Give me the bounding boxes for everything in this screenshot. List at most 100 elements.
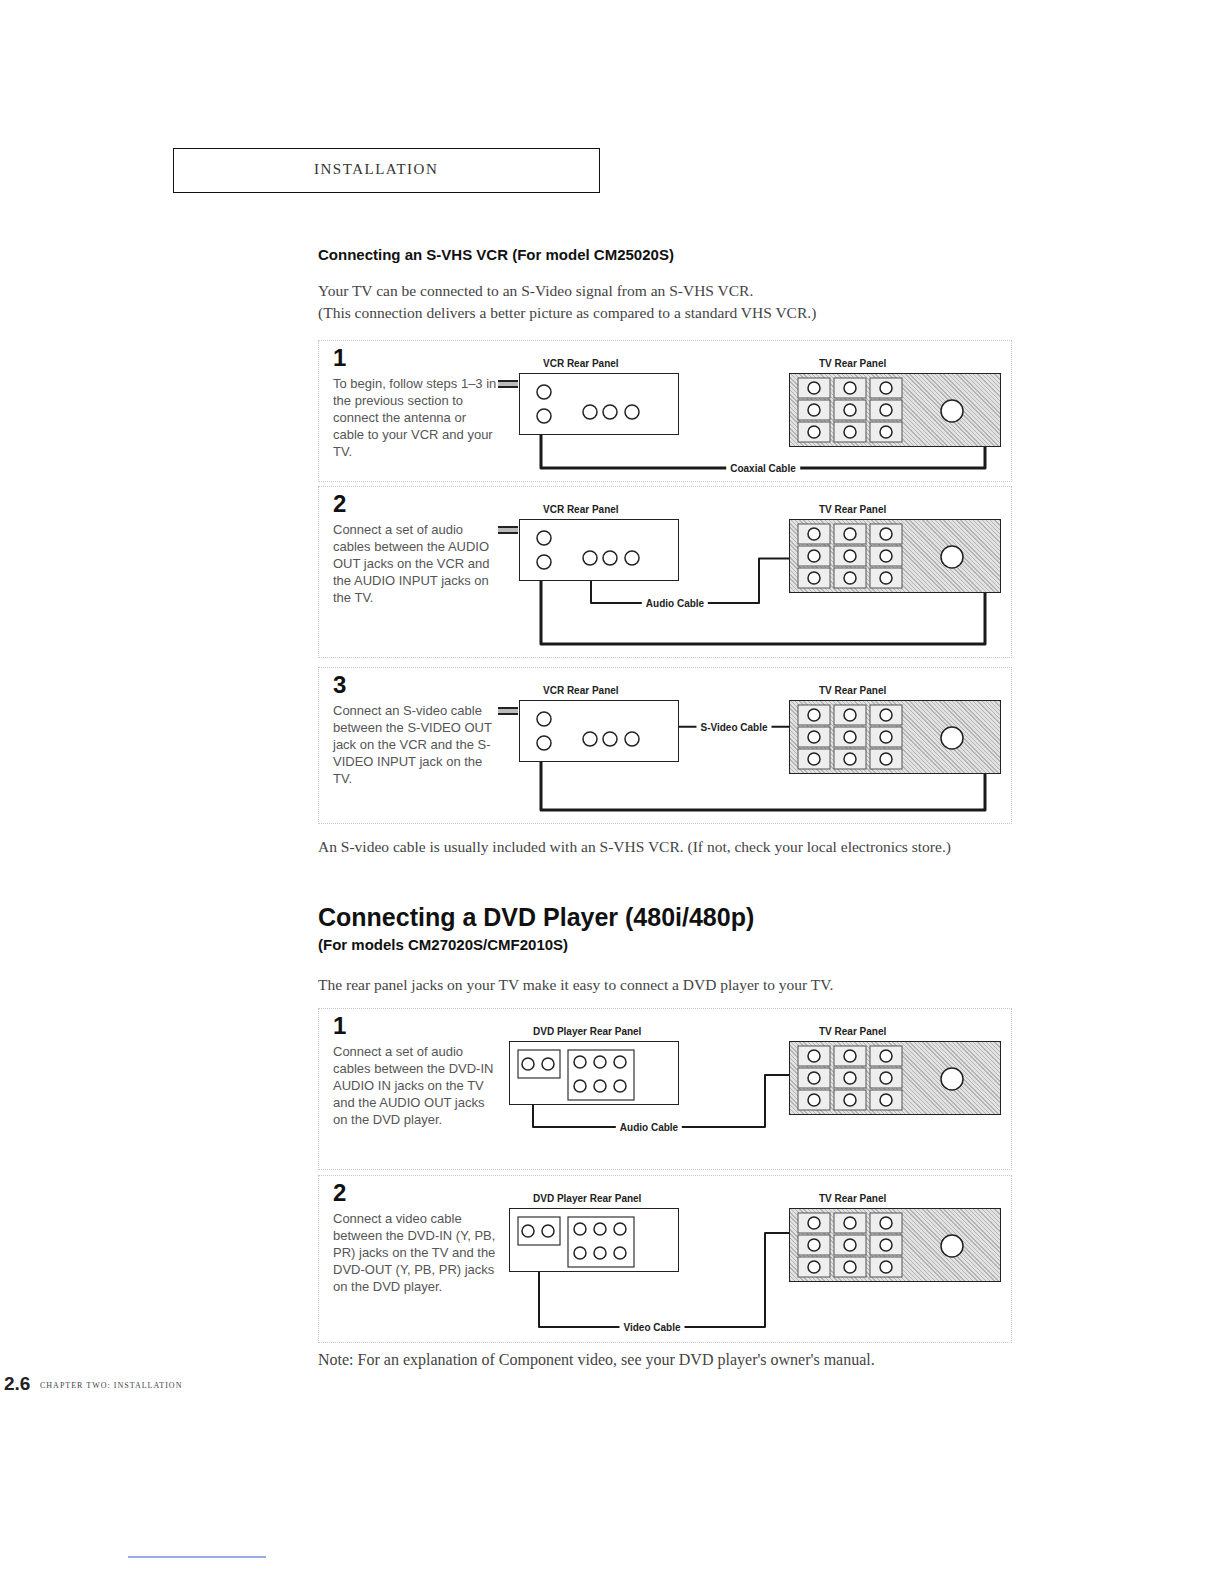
jack bbox=[808, 1094, 820, 1106]
jack-cell bbox=[834, 400, 866, 420]
jack bbox=[844, 1050, 856, 1062]
jack bbox=[537, 385, 551, 399]
rear-panel: VCR Rear Panel bbox=[519, 353, 679, 431]
step-panel: 2Connect a set of audio cables between t… bbox=[318, 486, 1012, 658]
device-panel-face bbox=[519, 373, 679, 435]
jack-art bbox=[510, 1042, 678, 1104]
jack bbox=[880, 1072, 892, 1084]
rear-panel: TV Rear Panel bbox=[789, 1188, 1001, 1278]
jack-cell bbox=[798, 1046, 830, 1066]
cable-label: S-Video Cable bbox=[696, 720, 771, 733]
jack bbox=[844, 1072, 856, 1084]
jack bbox=[844, 731, 856, 743]
jack-cell bbox=[834, 1257, 866, 1277]
jack bbox=[614, 1223, 626, 1235]
jack-cell bbox=[870, 1046, 902, 1066]
jack-cell bbox=[798, 705, 830, 725]
jack bbox=[583, 732, 597, 746]
jack-cell bbox=[798, 400, 830, 420]
section-heading: (For models CM27020S/CMF2010S) bbox=[318, 936, 568, 954]
jack-art bbox=[790, 520, 1000, 592]
jack bbox=[844, 426, 856, 438]
jack bbox=[574, 1223, 586, 1235]
jack bbox=[808, 1261, 820, 1273]
jack bbox=[625, 405, 639, 419]
jack-art bbox=[790, 1042, 1000, 1114]
jack bbox=[880, 382, 892, 394]
jack bbox=[574, 1080, 586, 1092]
jack-cell bbox=[834, 1068, 866, 1088]
jack bbox=[603, 551, 617, 565]
panel-heading: VCR Rear Panel bbox=[543, 503, 619, 517]
jack bbox=[583, 551, 597, 565]
jack bbox=[537, 531, 551, 545]
jack bbox=[625, 732, 639, 746]
jack-cell bbox=[834, 749, 866, 769]
tv-panel-face bbox=[789, 1208, 1001, 1282]
footer-rule bbox=[128, 1557, 266, 1558]
jack-art bbox=[510, 1209, 678, 1271]
body-text: Your TV can be connected to an S-Video s… bbox=[318, 282, 753, 301]
cable-label: Audio Cable bbox=[616, 1121, 682, 1134]
step-panel: 2Connect a video cable between the DVD-I… bbox=[318, 1175, 1012, 1343]
jack-cell bbox=[870, 1090, 902, 1110]
jack bbox=[941, 1068, 963, 1090]
jack-cell bbox=[870, 1213, 902, 1233]
jack bbox=[844, 1239, 856, 1251]
body-text: An S-video cable is usually included wit… bbox=[318, 836, 958, 857]
step-panel: 1Connect a set of audio cables between t… bbox=[318, 1008, 1012, 1170]
jack-art bbox=[520, 374, 678, 434]
panel-heading: TV Rear Panel bbox=[819, 1192, 886, 1206]
jack bbox=[594, 1080, 606, 1092]
jack bbox=[880, 572, 892, 584]
jack-cell bbox=[798, 422, 830, 442]
jack bbox=[542, 1058, 554, 1070]
body-text: The rear panel jacks on your TV make it … bbox=[318, 976, 833, 995]
rear-panel: TV Rear Panel bbox=[789, 1021, 1001, 1111]
jack-cell bbox=[870, 546, 902, 566]
jack bbox=[594, 1056, 606, 1068]
step-number: 2 bbox=[333, 491, 346, 517]
jack bbox=[844, 1094, 856, 1106]
jack-cell bbox=[870, 1235, 902, 1255]
jack-cell bbox=[834, 1213, 866, 1233]
jack-art bbox=[790, 1209, 1000, 1281]
tv-panel-face bbox=[789, 373, 1001, 447]
panel-heading: VCR Rear Panel bbox=[543, 357, 619, 371]
panel-heading: DVD Player Rear Panel bbox=[533, 1025, 641, 1039]
rear-panel: DVD Player Rear Panel bbox=[509, 1021, 679, 1101]
jack bbox=[880, 550, 892, 562]
jack bbox=[880, 528, 892, 540]
step-text: Connect a set of audio cables between th… bbox=[333, 1043, 499, 1128]
jack-cell bbox=[798, 524, 830, 544]
step-panel: 1To begin, follow steps 1–3 in the previ… bbox=[318, 340, 1012, 482]
jack-cell bbox=[870, 378, 902, 398]
jack bbox=[537, 736, 551, 750]
jack-cell bbox=[834, 422, 866, 442]
jack bbox=[880, 753, 892, 765]
jack bbox=[844, 1217, 856, 1229]
jack bbox=[808, 709, 820, 721]
antenna-cable bbox=[498, 526, 518, 534]
jack bbox=[574, 1247, 586, 1259]
jack bbox=[808, 1050, 820, 1062]
header-title: INSTALLATION bbox=[314, 161, 438, 178]
step-number: 1 bbox=[333, 345, 346, 371]
body-text: Note: For an explanation of Component vi… bbox=[318, 1350, 875, 1369]
jack bbox=[808, 426, 820, 438]
jack-cell bbox=[798, 1257, 830, 1277]
jack bbox=[537, 555, 551, 569]
jack-cell bbox=[798, 1213, 830, 1233]
jack bbox=[941, 1235, 963, 1257]
panel-heading: TV Rear Panel bbox=[819, 1025, 886, 1039]
jack bbox=[844, 709, 856, 721]
jack-cell bbox=[870, 1257, 902, 1277]
jack bbox=[537, 409, 551, 423]
jack bbox=[808, 572, 820, 584]
tv-panel-face bbox=[789, 1041, 1001, 1115]
jack-cell bbox=[798, 1068, 830, 1088]
jack bbox=[844, 1261, 856, 1273]
jack bbox=[880, 426, 892, 438]
